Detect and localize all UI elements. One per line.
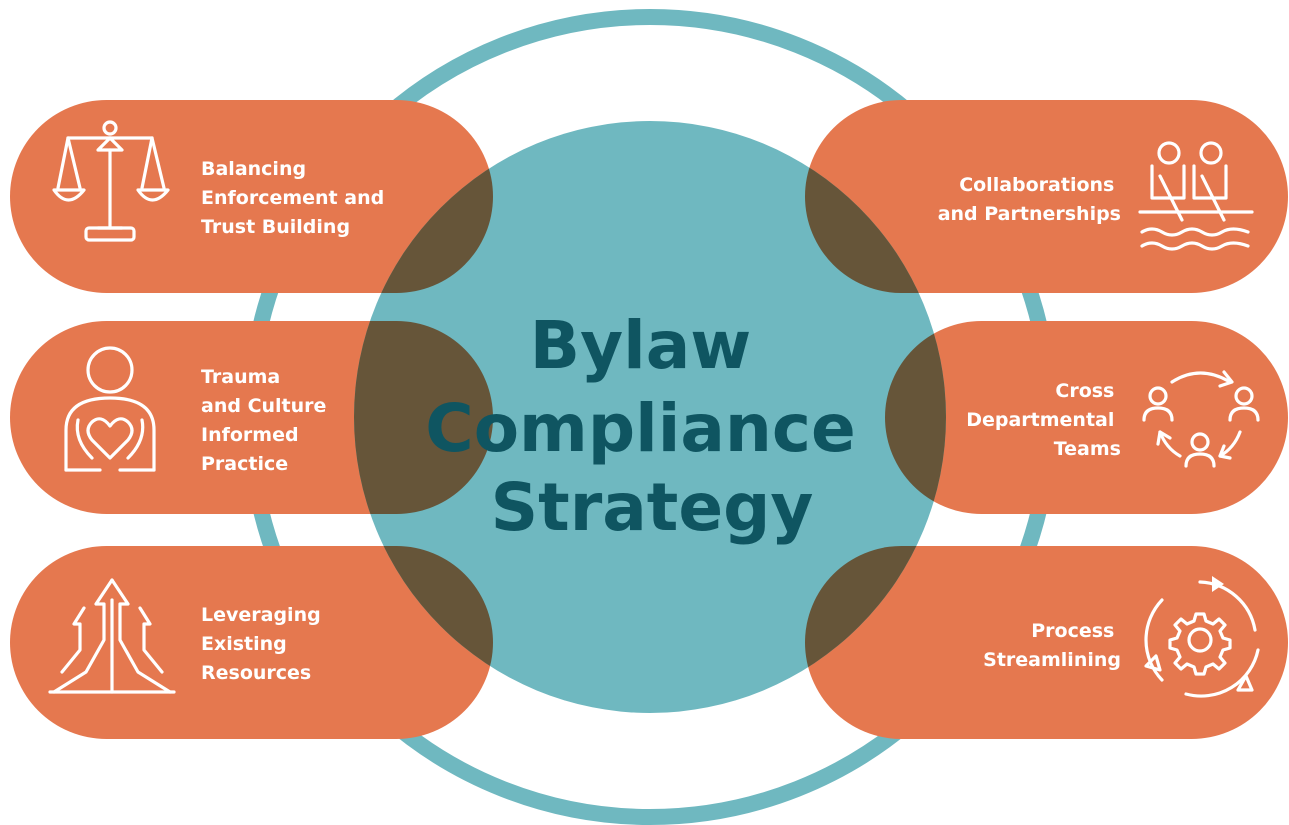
label-collaborations: Collaborations and Partnerships [938,174,1121,225]
scales-icon [52,120,170,242]
label-line: Teams [1054,438,1121,460]
pill-collaborations [805,100,1288,293]
label-line: Practice [201,453,288,475]
label-line: Process [1031,620,1114,642]
heart-in-hands-icon [64,346,156,472]
label-line: Collaborations [959,174,1114,196]
label-line: and Partnerships [938,203,1121,225]
label-line: Enforcement and [201,187,384,209]
label-line: Informed [201,424,299,446]
center-title-line: Bylaw [530,307,751,384]
label-line: Balancing [201,158,306,180]
label-line: Leveraging [201,604,321,626]
rowing-team-icon [1138,141,1254,251]
label-leveraging: Leveraging Existing Resources [201,604,327,684]
pill-balancing [10,100,493,293]
label-line: Trauma [201,366,280,388]
center-title-line: Strategy [491,469,814,546]
label-line: Streamlining [983,649,1121,671]
label-line: Cross [1055,380,1114,402]
label-trauma: Trauma and Culture Informed Practice [201,366,333,475]
label-line: Resources [201,662,311,684]
label-balancing: Balancing Enforcement and Trust Building [201,158,391,238]
pill-process [805,546,1288,739]
label-line: Trust Building [201,216,350,238]
center-title-line: Compliance [425,390,855,467]
team-cycle-icon [1142,370,1260,468]
label-line: and Culture [201,395,326,417]
label-line: Existing [201,633,287,655]
label-cross-departmental: Cross Departmental Teams [966,380,1121,460]
center-circle [354,121,946,713]
arrows-up-icon [48,578,176,694]
label-process: Process Streamlining [983,620,1121,671]
center-title: Bylaw Compliance Strategy [425,307,878,546]
label-line: Departmental [966,409,1114,431]
gear-cycle-icon [1144,576,1260,698]
